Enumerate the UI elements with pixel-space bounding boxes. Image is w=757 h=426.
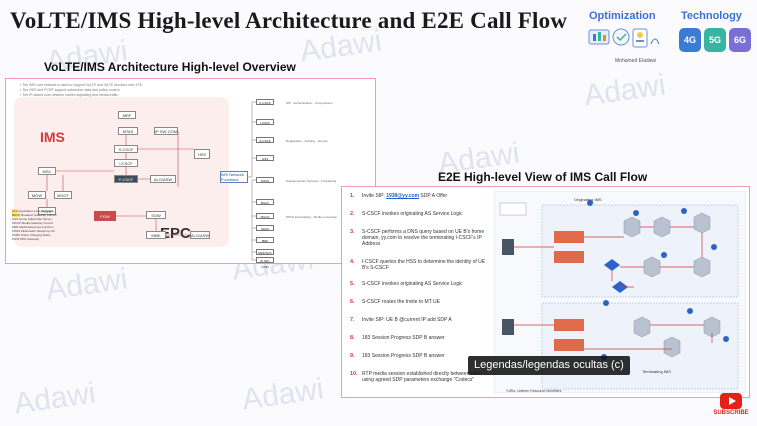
generation-badges: 4G 5G 6G (679, 28, 751, 52)
node-s-cscf: S-CSCF (114, 145, 138, 153)
left-panel-title: VoLTE/IMS Architecture High-level Overvi… (44, 60, 296, 74)
call-flow-step: 6.S-CSCF routes the Invite to MT UE (350, 299, 440, 305)
node-mgw: MGW (28, 191, 46, 199)
node-pcrf: PGW (94, 211, 116, 221)
architecture-links (46, 131, 194, 236)
tree-links (248, 101, 256, 261)
tree-node-mrf-scc: MRF/SCC (256, 249, 274, 255)
watermark: Adawi (582, 68, 668, 113)
tree-root: IMS Network Functions (220, 171, 248, 183)
ims-label: IMS (40, 129, 65, 145)
node-pgw: SGW (146, 211, 166, 219)
youtube-play-icon (720, 393, 742, 409)
node-bgcf: MSC (38, 167, 56, 175)
node-ip-sw-com: IP SW-COM (154, 127, 178, 135)
tree-node-mgw: MGW (256, 225, 274, 231)
brand-logo: Optimization Technology Mohamed Eladawi … (585, 6, 753, 68)
call-flow-step: 7.Invite SIP: UE B @current IP add SDP A (350, 317, 452, 323)
originating-ims-label: Originating IMS (574, 197, 602, 202)
call-flow-step: 10.RTP media session established directl… (350, 371, 481, 383)
call-flow-panel: 1.Invite SIP: 1938@yy.com SDP A Offer 2.… (341, 186, 750, 398)
right-panel-title: E2E High-level View of IMS Call Flow (438, 170, 648, 184)
brand-technology-label: Technology (681, 10, 742, 22)
architecture-notes: • The IMS core network is used to suppor… (20, 83, 143, 97)
tree-detail: Supplementary Services · Forwarding (286, 179, 337, 183)
terminating-ims-label: Terminating IMS (642, 369, 671, 374)
node-p-cscf: P-CSCF (114, 175, 138, 183)
call-flow-steps: 1.Invite SIP: 1938@yy.com SDP A Offer 2.… (350, 193, 490, 401)
tree-node-s-cscf: S-CSCF (256, 137, 274, 143)
brand-optimization-label: Optimization (589, 10, 656, 22)
epc-label: EPC (160, 225, 191, 242)
subscribe-label: SUBSCRIBE (713, 410, 749, 416)
tree-node-mrf: MRF (256, 237, 274, 243)
tree-node-mgcf: MGCF (256, 213, 274, 219)
node-mrf: MRF (118, 111, 136, 119)
call-flow-step: 4.I-CSCF queries the HSS to determine th… (350, 259, 486, 271)
watermark: Adawi (12, 376, 98, 421)
node-mtas: MTAS (118, 127, 138, 135)
call-flow-step: 1.Invite SIP: 1938@yy.com SDP A Offer (350, 193, 448, 199)
call-flow-step: 2.S-CSCF invokes originating AS Service … (350, 211, 463, 217)
call-flow-step: 5.S-CSCF invokes originating AS Service … (350, 281, 463, 287)
tree-node-bgcf: BGCF (256, 199, 274, 205)
architecture-diagram: IMS EPC MRF MTAS IP SW-COM S-CSCF I-CSCF… (14, 97, 229, 247)
call-flow-diagram (494, 191, 746, 393)
footnote: *URIs: Uniform Resource Identifiers (506, 389, 562, 393)
badge-4g: 4G (679, 28, 701, 52)
tree-detail: SIP · Authentication · Compression (286, 101, 333, 105)
call-flow-step: 9.183 Session Progress SDP B answer (350, 353, 445, 359)
tree-node-hss: HSS (256, 155, 274, 161)
captions-toast: Legendas/legendas ocultas (c) (468, 356, 630, 375)
subscribe-button[interactable]: SUBSCRIBE (712, 393, 750, 421)
badge-5g: 5G (704, 28, 726, 52)
node-mgcf: MGCF (54, 191, 72, 199)
node-alg-asw: ALG/ASW (150, 175, 176, 183)
slide-title: VoLTE/IMS High-level Architecture and E2… (10, 8, 568, 33)
node-i-cscf: I-CSCF (114, 159, 138, 167)
watermark: Adawi (240, 372, 326, 417)
call-flow-step: 3.S-CSCF performs a DNS query based on U… (350, 229, 485, 247)
watermark: Adawi (44, 262, 130, 307)
tree-node-i-cscf: I-CSCF (256, 119, 274, 125)
node-msc: PCRF (38, 207, 56, 215)
node-hss: HSS (194, 149, 210, 159)
tree-node-p-cscf: P-CSCF (256, 99, 274, 105)
tree-detail: PSTN interworking · Media conversion (286, 215, 338, 219)
tree-detail: Registration · Routing · Service (286, 139, 328, 143)
brand-author: Mohamed Eladawi (615, 58, 657, 64)
architecture-panel: • The IMS core network is used to suppor… (5, 78, 376, 269)
legend: ALG Application Level Gateway BGCF Break… (12, 209, 57, 241)
sip-uri-link[interactable]: 1938@yy.com (386, 193, 420, 199)
call-flow-step: 8.183 Session Progress SDP B answer (350, 335, 445, 341)
badge-6g: 6G (729, 28, 751, 52)
node-mme: ALG/ASW (190, 231, 210, 239)
node-sgw: MME (146, 231, 166, 239)
tree-node-ip-sw-com: IP SW-COM (256, 257, 274, 269)
tree-node-mtas: MTAS (256, 177, 274, 183)
optimization-icons (588, 28, 660, 48)
